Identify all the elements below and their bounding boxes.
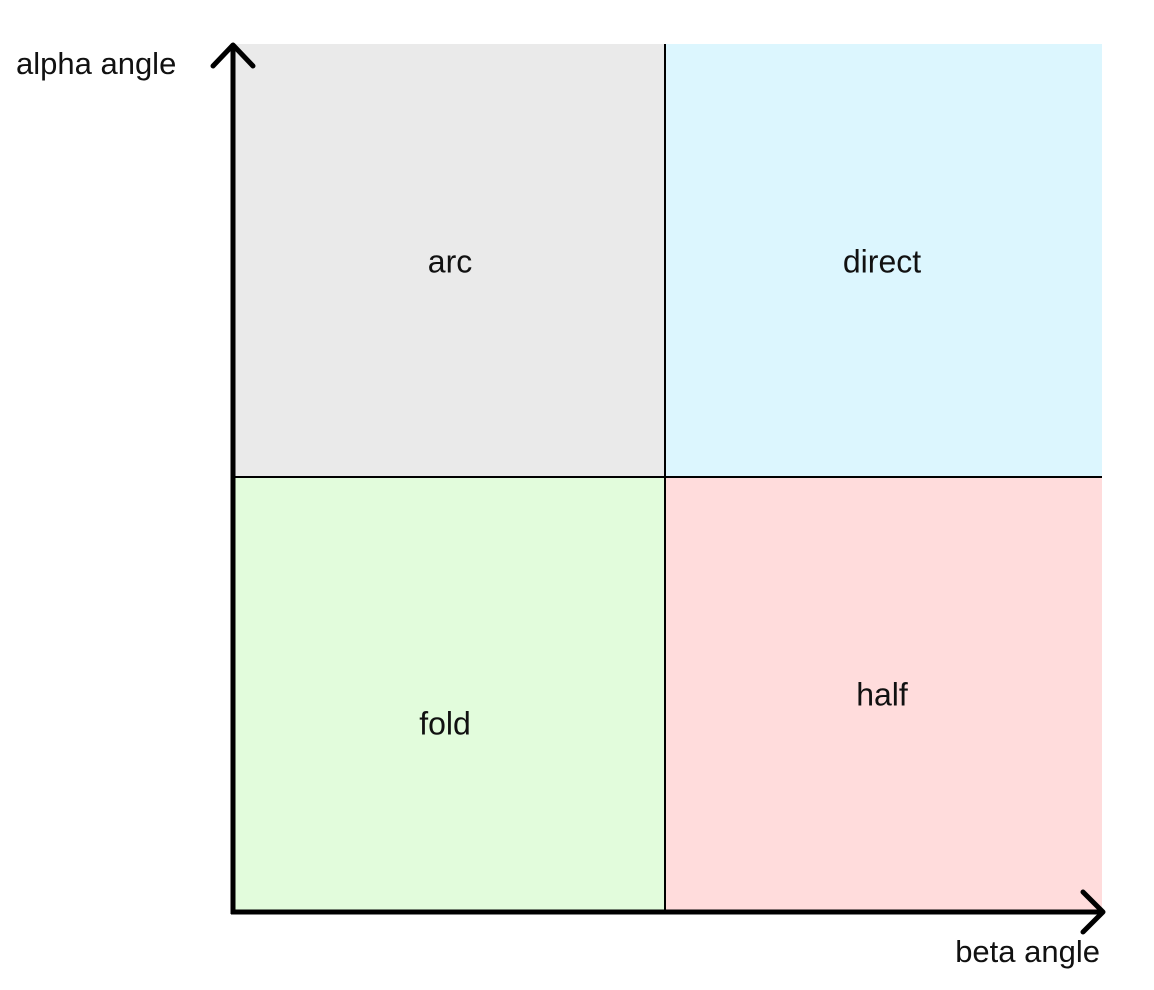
quadrant-arc: [233, 44, 665, 477]
quadrant-label-direct: direct: [842, 243, 922, 280]
quadrant-direct: [665, 44, 1102, 477]
quadrant-fold: [233, 477, 665, 912]
quadrant-label-arc: arc: [427, 243, 473, 280]
x-axis-arrowhead: [1080, 889, 1106, 935]
y-axis-label: alpha angle: [16, 46, 177, 81]
y-axis-arrowhead: [210, 42, 256, 69]
quadrant-half: [665, 477, 1102, 912]
horizontal-divider: [233, 476, 1102, 478]
x-axis-label: beta angle: [955, 934, 1100, 969]
quadrant-label-half: half: [856, 676, 908, 713]
vertical-divider: [664, 44, 666, 912]
quadrant-label-fold: fold: [419, 705, 471, 742]
